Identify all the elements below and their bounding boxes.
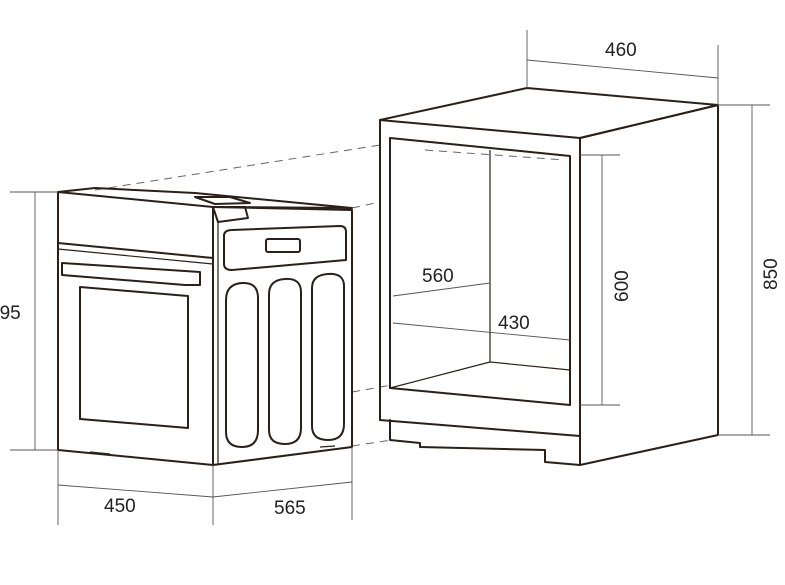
cabinet-height-label: 850 <box>761 258 782 290</box>
niche-height-label: 600 <box>612 270 633 302</box>
niche-depth-label: 560 <box>422 266 454 287</box>
cabinet-drawing <box>379 87 719 466</box>
oven-height-label: 595 <box>0 303 21 324</box>
cabinet-depth-label: 460 <box>605 40 637 61</box>
niche-width-label: 430 <box>498 313 530 334</box>
oven-drawing <box>57 187 353 466</box>
oven-depth-label: 565 <box>274 498 306 519</box>
oven-width-label: 450 <box>104 496 136 517</box>
alignment-dashes <box>94 144 566 447</box>
dimension-lines <box>10 30 770 525</box>
